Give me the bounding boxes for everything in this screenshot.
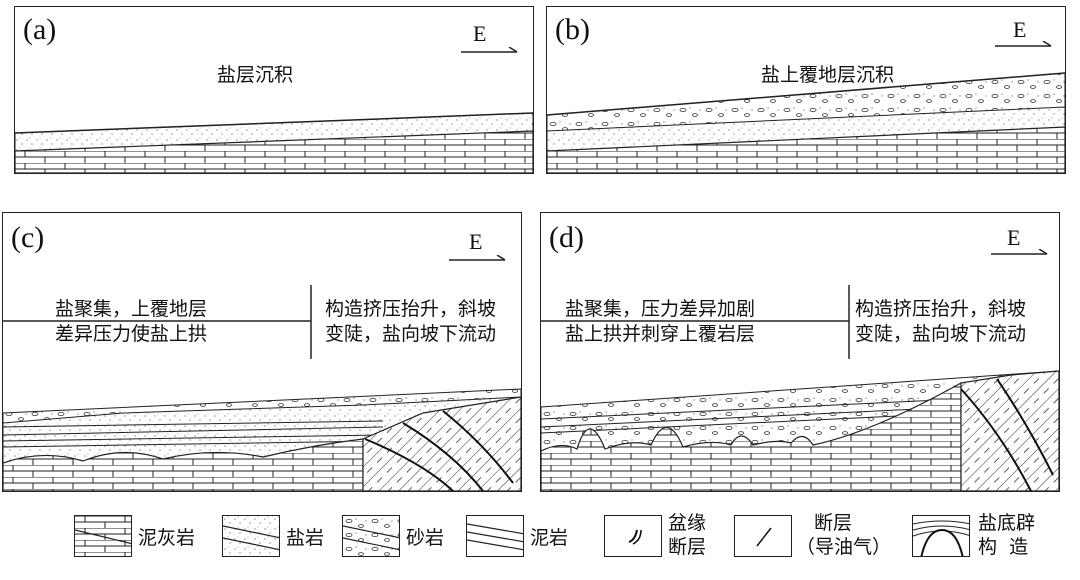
panel-d-section (541, 285, 1059, 491)
legend-label-line: （导油气） (796, 536, 892, 558)
legend-label: 泥岩 (530, 527, 569, 549)
east-arrow-icon (461, 47, 518, 53)
basin-margin-fault-icon (604, 515, 662, 557)
east-arrow-icon (449, 255, 506, 261)
legend-label: 盆缘 断层 (668, 511, 706, 559)
panel-b: (b) E 盐上覆地层沉积 (546, 6, 1066, 174)
panel-a: (a) E 盐层沉积 (14, 6, 534, 174)
east-direction-label: E (469, 229, 483, 254)
panel-c-left-caption: 盐聚集，上覆地层 差异压力使盐上拱 (55, 297, 207, 347)
east-arrow-icon (995, 41, 1052, 47)
caption-line: 盐上拱并刺穿上覆岩层 (565, 323, 756, 345)
caption-line: 变陡，盐向坡下流动 (855, 323, 1027, 345)
panel-d-left-caption: 盐聚集，压力差异加剧 盐上拱并刺穿上覆岩层 (565, 297, 755, 347)
limestone-icon (74, 515, 132, 557)
mudstone-icon (466, 515, 524, 557)
panel-d-right-caption: 构造挤压抬升，斜坡 变陡，盐向坡下流动 (855, 297, 1026, 347)
caption-line: 构造挤压抬升，斜坡 (855, 298, 1027, 320)
legend-label: 盐底辟 构 造 (978, 511, 1035, 559)
caption-line: 盐聚集，上覆地层 (55, 298, 208, 320)
east-direction-label: E (1007, 225, 1021, 250)
east-direction-label: E (473, 21, 487, 46)
salt-icon (222, 515, 280, 557)
legend-label-line: 断层 (668, 536, 707, 558)
caption-line: 构造挤压抬升，斜坡 (325, 298, 497, 320)
panel-b-label: (b) (555, 13, 590, 46)
panel-a-label: (a) (23, 13, 57, 46)
east-direction-label: E (1013, 17, 1027, 42)
east-arrow-icon (991, 249, 1048, 255)
caption-line: 差异压力使盐上拱 (55, 323, 208, 345)
panel-a-section (15, 112, 533, 173)
fault-icon (734, 515, 792, 557)
legend-label: 断层 （导油气） (796, 511, 891, 559)
panel-a-caption: 盐层沉积 (217, 64, 294, 86)
sandstone-icon (342, 515, 400, 557)
panel-b-caption: 盐上覆地层沉积 (761, 64, 895, 86)
legend-label-line: 断层 (814, 512, 853, 534)
caption-line: 变陡，盐向坡下流动 (325, 323, 497, 345)
panel-c-label: (c) (11, 221, 45, 254)
legend-label-line: 盐底辟 (978, 512, 1036, 534)
panel-d-label: (d) (549, 221, 584, 254)
legend-label-line: 盆缘 (668, 512, 707, 534)
panel-c-section (3, 285, 521, 491)
legend-label: 盐岩 (286, 527, 325, 549)
panel-d: (d) E 盐聚集，压力差异加剧 盐上拱并刺穿上覆岩层 构造挤压抬升，斜坡 变陡… (540, 212, 1060, 492)
legend-label: 砂岩 (406, 527, 445, 549)
legend-label-line: 构 造 (978, 536, 1029, 558)
panel-b-section (547, 72, 1065, 173)
panel-c-right-caption: 构造挤压抬升，斜坡 变陡，盐向坡下流动 (325, 297, 496, 347)
caption-line: 盐聚集，压力差异加剧 (565, 298, 756, 320)
legend-label: 泥灰岩 (138, 527, 196, 549)
panel-c: (c) E 盐聚集，上覆地层 差异压力使盐上拱 构造挤压抬升，斜坡 变陡，盐向坡… (2, 212, 522, 492)
salt-diapir-icon (912, 515, 970, 557)
